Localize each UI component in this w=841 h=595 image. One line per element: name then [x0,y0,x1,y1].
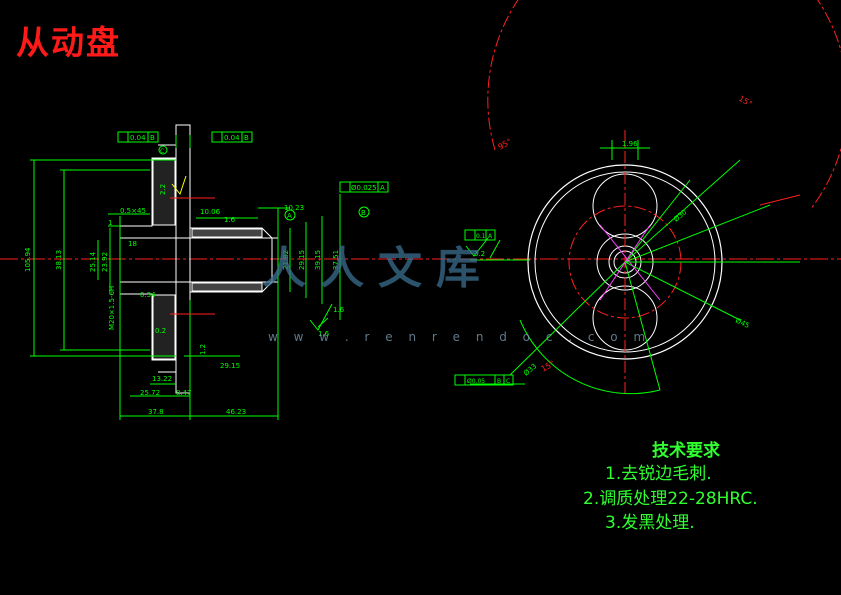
front-dim-d3: Ø33 [522,362,538,377]
section-view [119,124,279,394]
tolerance-frame-3: Ø0.025 A [339,181,389,193]
dim-chamfer: 0.5×45 [120,207,146,215]
tolerance-frame-2: 0.04 B [211,131,253,143]
front-tol-2-datum-b: B [497,378,501,385]
requirement-item: 1.去锐边毛刺. [605,464,712,484]
tol-3-value: Ø0.025 [351,184,377,192]
dim-l7: 8.47 [176,389,192,397]
roughness-1: 1.6 [333,306,345,314]
disc-flange [175,124,191,394]
dim-l8: 37.8 [148,408,164,416]
front-view [470,0,841,395]
front-tolerance-1: 0.1 A [464,229,496,241]
dim-b: 23.92 [101,252,109,272]
page-title: 从动盘 [16,23,121,62]
dim-e: 39.15 [314,250,322,270]
roughness-2: 1.6 [318,330,330,338]
dim-outer: 105.94 [24,247,32,272]
front-tol-2-value: Ø0.05 [467,378,485,385]
front-angle-2: 15° [737,94,754,109]
outer-arc [487,0,841,211]
requirement-item: 3.发黑处理. [605,513,695,533]
section-dimensions [30,135,341,420]
front-dim-d2: Ø45 [734,317,750,330]
front-angle-3: 15° [540,359,557,374]
dim-c: 21.82 [282,250,290,270]
watermark-text: 人人文库 [262,243,494,294]
datum-a: A [287,212,292,220]
tol-3-datum: A [380,184,385,192]
dim-l3: 10.23 [284,204,304,212]
dim-d: 29.15 [298,250,306,270]
tol-2-value: 0.04 [224,134,240,142]
dim-l1: 10.06 [200,208,221,216]
requirements-heading: 技术要求 [652,441,720,461]
front-tol-1-datum: A [488,233,493,240]
dim-l6: 25.72 [140,389,160,397]
dim-eighteen: 18 [128,240,137,248]
front-dim-d1: Ø30 [672,208,688,223]
bore [119,237,273,283]
dim-hub: 38.13 [55,250,63,270]
tol-1-value: 0.04 [130,134,146,142]
dim-h22: 2.2 [159,184,167,195]
front-tol-2-datum-c: C [506,378,510,385]
dim-r1: 0.34 [140,291,156,299]
tol-2-datum: B [244,134,249,142]
dim-f: 37.51 [332,250,340,270]
roughness-symbol-2 [171,175,187,196]
datum-b: B [361,209,366,217]
requirement-item: 2.调质处理22-28HRC. [583,489,758,509]
front-dim-ra: 3.2 [474,250,485,258]
front-tol-1-value: 0.1 [476,233,486,240]
datum-c: C [160,148,164,155]
front-dim-r1: 1.96 [622,140,638,148]
dim-l4: 29.15 [220,362,240,370]
watermark-url: w w w . r e n r e n d o c . c o m [268,330,652,344]
dim-l5: 13.22 [152,375,172,383]
front-tolerance-2: Ø0.05 B C [454,374,514,386]
dim-thread: M20×1.5-6H [108,286,116,330]
dim-one: 1 [108,219,112,227]
front-roughness-symbol [465,237,489,257]
tol-1-datum: B [150,134,155,142]
dim-r2: 0.2 [155,327,166,335]
datum-markers: A B C [158,145,370,221]
roughness-symbol [309,303,333,331]
front-angle-1: 95° [497,137,514,152]
tolerance-frame-1: 0.04 B [117,131,159,143]
dim-a: 25.14 [89,251,97,272]
dim-l9: 46.23 [226,408,246,416]
dim-l2: 1.6 [224,216,236,224]
dim-h12: 1.2 [199,344,207,355]
section-dim-labels: 105.94 38.13 25.14 23.92 21.82 29.15 39.… [24,184,345,416]
